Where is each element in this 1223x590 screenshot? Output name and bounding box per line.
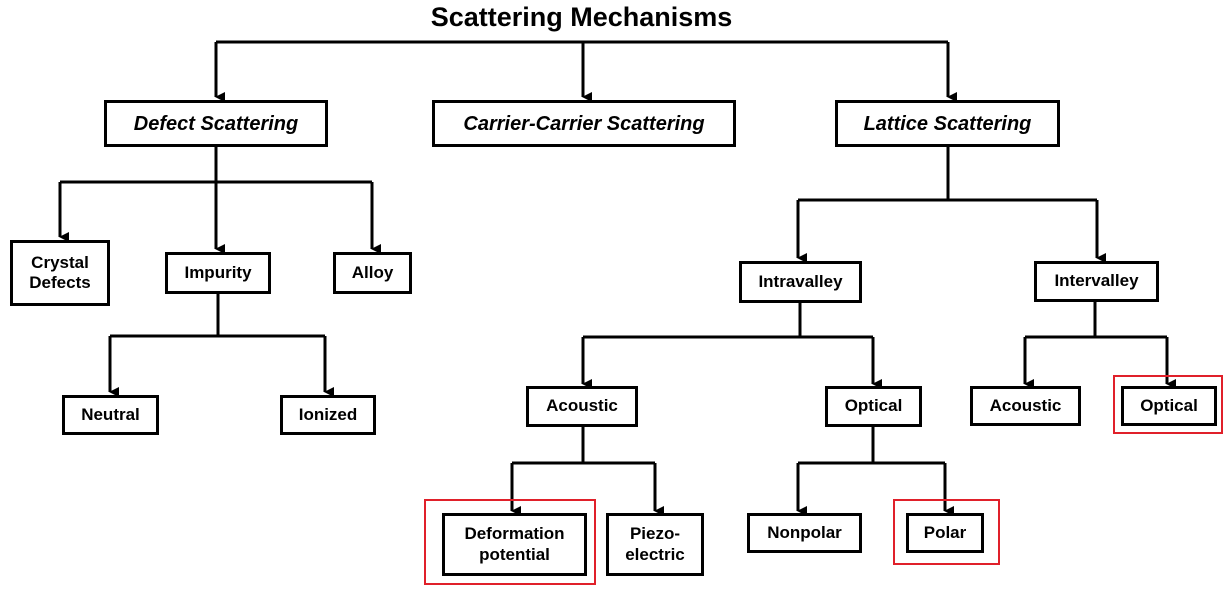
node-label: Nonpolar bbox=[767, 522, 842, 542]
node-intravalley-acoustic: Acoustic bbox=[526, 386, 638, 427]
node-intravalley: Intravalley bbox=[739, 261, 862, 303]
node-label: Acoustic bbox=[546, 396, 618, 416]
node-intervalley-optical: Optical bbox=[1121, 386, 1217, 426]
node-alloy: Alloy bbox=[333, 252, 412, 294]
node-polar: Polar bbox=[906, 513, 984, 553]
highlight-frame-deformation-potential bbox=[424, 499, 596, 585]
node-label: Intravalley bbox=[758, 271, 843, 291]
node-nonpolar: Nonpolar bbox=[747, 513, 862, 553]
node-piezoelectric: Piezo- electric bbox=[606, 513, 704, 576]
node-label: Carrier-Carrier Scattering bbox=[463, 112, 705, 135]
node-deformation-potential: Deformation potential bbox=[442, 513, 587, 576]
node-label: Optical bbox=[1140, 395, 1198, 415]
node-label: Neutral bbox=[81, 404, 140, 424]
node-label: Piezo- electric bbox=[625, 524, 685, 564]
highlight-frame-polar bbox=[893, 499, 1000, 565]
node-crystal-defects: Crystal Defects bbox=[10, 240, 110, 306]
node-label: Crystal Defects bbox=[29, 252, 91, 292]
node-defect-scattering: Defect Scattering bbox=[104, 100, 328, 147]
highlight-frame-intervalley-optical bbox=[1113, 375, 1223, 434]
node-label: Acoustic bbox=[989, 395, 1062, 415]
node-intervalley: Intervalley bbox=[1034, 261, 1159, 302]
node-lattice-scattering: Lattice Scattering bbox=[835, 100, 1060, 147]
node-label: Deformation potential bbox=[464, 524, 565, 564]
node-label: Polar bbox=[923, 522, 967, 542]
node-neutral: Neutral bbox=[62, 395, 159, 435]
node-intravalley-optical: Optical bbox=[825, 386, 922, 427]
node-label: Impurity bbox=[184, 262, 252, 282]
node-label: Optical bbox=[844, 396, 903, 416]
node-impurity: Impurity bbox=[165, 252, 271, 294]
node-label: Alloy bbox=[351, 262, 394, 282]
node-carrier-carrier-scattering: Carrier-Carrier Scattering bbox=[432, 100, 736, 147]
node-label: Ionized bbox=[298, 404, 358, 424]
node-label: Defect Scattering bbox=[133, 112, 299, 135]
node-label: Lattice Scattering bbox=[863, 112, 1032, 135]
node-ionized: Ionized bbox=[280, 395, 376, 435]
node-intervalley-acoustic: Acoustic bbox=[970, 386, 1081, 426]
node-label: Intervalley bbox=[1054, 271, 1139, 291]
diagram-title: Scattering Mechanisms bbox=[430, 2, 733, 32]
